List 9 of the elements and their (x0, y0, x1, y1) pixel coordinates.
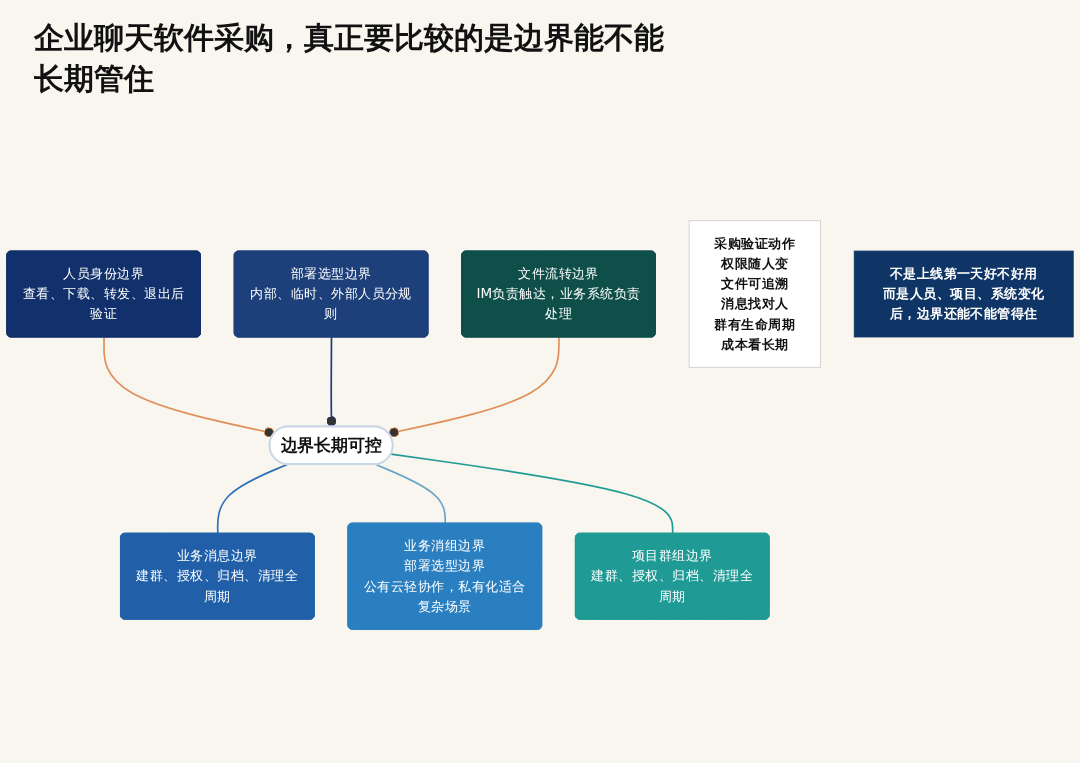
connector (390, 453, 674, 535)
title: 企业聊天软件采购，真正要比较的是边界能不能长期管住 (33, 19, 665, 98)
connector (326, 336, 337, 428)
connector (103, 336, 276, 438)
connector (216, 463, 289, 535)
node-box: 不是上线第一天好不好用 而是人员、项目、系统变化后，边界还能不能管得住 (853, 250, 1074, 338)
connector (387, 336, 560, 438)
connector (374, 463, 447, 525)
node-box: 采购验证动作 权限随人变 文件可追溯 消息找对人 群有生命周期 成本看长期 (688, 220, 821, 368)
